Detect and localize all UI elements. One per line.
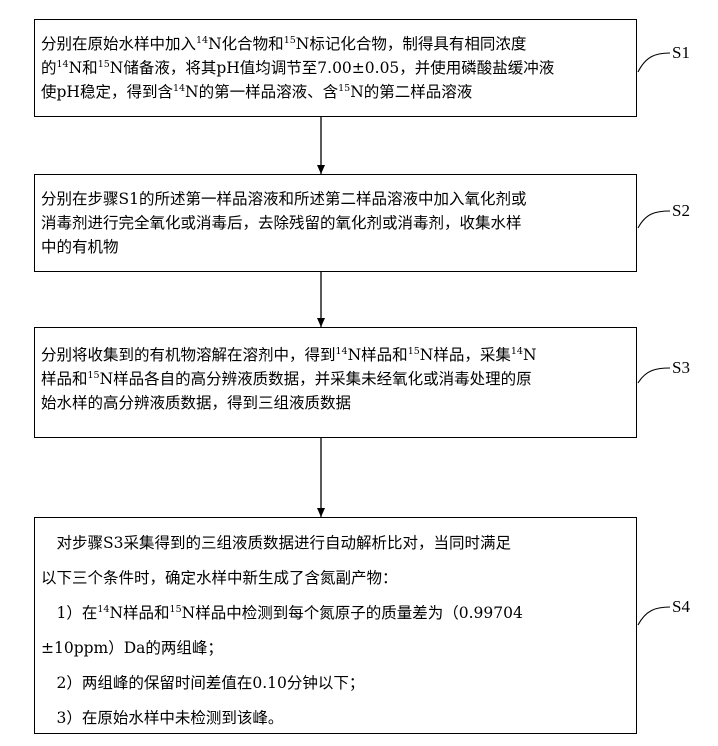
step-line: 2）两组峰的保留时间差值在0.10分钟以下； (41, 666, 628, 701)
text-run: N的第二样品溶液 (350, 83, 473, 101)
text-run: 的 (41, 59, 57, 77)
text-run: N样品和 (347, 346, 408, 364)
step-line: 使pH稳定，得到含14N的第一样品溶液、含15N的第二样品溶液 (41, 80, 628, 104)
step-line: 始水样的高分辨液质数据，得到三组液质数据 (41, 391, 628, 415)
isotope-superscript: 14 (510, 345, 523, 357)
step-line: 分别在原始水样中加入14N化合物和15N标记化合物，制得具有相同浓度 (41, 32, 628, 56)
text-run: 对步骤S3采集得到的三组液质数据进行自动解析比对，当同时满足 (41, 534, 511, 552)
step-line: 中的有机物 (41, 235, 628, 259)
step-label-s3: S3 (672, 358, 690, 377)
isotope-superscript: 14 (335, 345, 348, 357)
step-line: 3）在原始水样中未检测到该峰。 (41, 701, 628, 736)
isotope-superscript: 15 (407, 345, 420, 357)
text-run: N的第一样品溶液、含 (185, 83, 339, 101)
isotope-superscript: 14 (56, 58, 69, 70)
text-run: 使pH稳定，得到含 (41, 83, 173, 101)
label-leader-s4 (637, 606, 671, 626)
step-s1-box: 分别在原始水样中加入14N化合物和15N标记化合物，制得具有相同浓度的14N和1… (34, 19, 637, 117)
step-s4-box: 对步骤S3采集得到的三组液质数据进行自动解析比对，当同时满足以下三个条件时，确定… (34, 517, 637, 734)
step-label-s2: S2 (672, 201, 690, 220)
step-s2-box: 分别在步骤S1的所述第一样品溶液和所述第二样品溶液中加入氧化剂或消毒剂进行完全氧… (34, 174, 637, 272)
text-run: N (522, 346, 537, 364)
text-run: 始水样的高分辨液质数据，得到三组液质数据 (41, 394, 352, 412)
step-line: 的14N和15N储备液，将其pH值均调节至7.00±0.05，并使用磷酸盐缓冲液 (41, 56, 628, 80)
step-line: 样品和15N样品各自的高分辨液质数据，并采集未经氧化或消毒处理的原 (41, 367, 628, 391)
isotope-superscript: 14 (172, 82, 186, 94)
text-run: N储备液，将其pH值均调节至7.00±0.05，并使用磷酸盐缓冲液 (109, 59, 555, 77)
step-line: ±10ppm）Da的两组峰； (41, 631, 628, 666)
step-line: 分别将收集到的有机物溶解在溶剂中，得到14N样品和15N样品，采集14N (41, 343, 628, 367)
isotope-superscript: 15 (87, 369, 100, 381)
text-run: N样品，采集 (419, 346, 511, 364)
step-s4-text: 对步骤S3采集得到的三组液质数据进行自动解析比对，当同时满足以下三个条件时，确定… (41, 526, 628, 736)
text-run: 样品和 (41, 370, 88, 388)
text-run: 分别在原始水样中加入 (41, 35, 197, 53)
text-run: 1）在 (41, 604, 98, 622)
label-leader-s1 (637, 52, 671, 73)
text-run: 以下三个条件时，确定水样中新生成了含氮副产物： (41, 569, 398, 587)
text-run: N标记化合物，制得具有相同浓度 (295, 35, 527, 53)
text-run: 分别在步骤S1的所述第一样品溶液和所述第二样品溶液中加入氧化剂或 (41, 190, 527, 208)
text-run: N样品中检测到每个氮原子的质量差为（0.99704 (181, 604, 523, 622)
text-run: 2）两组峰的保留时间差值在0.10分钟以下； (41, 674, 365, 692)
text-run: 3）在原始水样中未检测到该峰。 (41, 709, 284, 727)
step-label-s4: S4 (672, 597, 690, 616)
isotope-superscript: 14 (97, 603, 110, 615)
text-run: N样品和 (109, 604, 170, 622)
text-run: 中的有机物 (41, 238, 119, 256)
step-label-s1: S1 (672, 43, 690, 62)
text-run: N和 (68, 59, 98, 77)
isotope-superscript: 14 (196, 34, 209, 46)
isotope-superscript: 15 (338, 82, 351, 94)
text-run: N化合物和 (208, 35, 284, 53)
isotope-superscript: 15 (97, 58, 110, 70)
label-leader-s2 (637, 210, 671, 229)
step-s2-text: 分别在步骤S1的所述第一样品溶液和所述第二样品溶液中加入氧化剂或消毒剂进行完全氧… (41, 187, 628, 259)
step-s1-text: 分别在原始水样中加入14N化合物和15N标记化合物，制得具有相同浓度的14N和1… (41, 32, 628, 104)
step-line: 对步骤S3采集得到的三组液质数据进行自动解析比对，当同时满足 (41, 526, 628, 561)
text-run: 消毒剂进行完全氧化或消毒后，去除残留的氧化剂或消毒剂，收集水样 (41, 214, 522, 232)
isotope-superscript: 15 (169, 603, 182, 615)
label-leader-s3 (637, 367, 671, 384)
step-line: 以下三个条件时，确定水样中新生成了含氮副产物： (41, 561, 628, 596)
text-run: N样品各自的高分辨液质数据，并采集未经氧化或消毒处理的原 (99, 370, 532, 388)
isotope-superscript: 15 (283, 34, 296, 46)
text-run: ±10ppm）Da的两组峰； (41, 639, 223, 657)
text-run: 分别将收集到的有机物溶解在溶剂中，得到 (41, 346, 336, 364)
step-line: 消毒剂进行完全氧化或消毒后，去除残留的氧化剂或消毒剂，收集水样 (41, 211, 628, 235)
step-line: 1）在14N样品和15N样品中检测到每个氮原子的质量差为（0.99704 (41, 596, 628, 631)
step-line: 分别在步骤S1的所述第一样品溶液和所述第二样品溶液中加入氧化剂或 (41, 187, 628, 211)
